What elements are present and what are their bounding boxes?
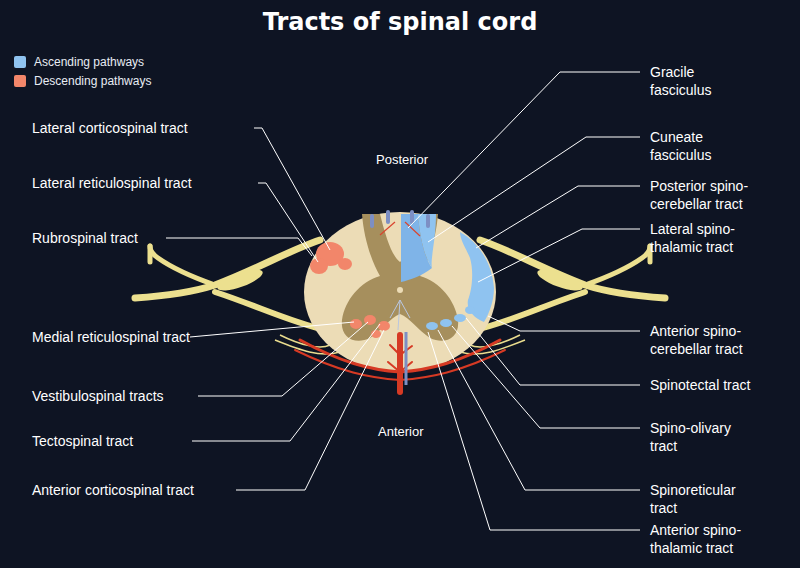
- tract-label: Cuneate fasciculus: [650, 128, 740, 164]
- orientation-label: Posterior: [376, 152, 428, 167]
- tract-label: Lateral spino- thalamic tract: [650, 220, 780, 256]
- descending-tracts: [310, 242, 390, 338]
- tract-label: Lateral corticospinal tract: [32, 119, 188, 137]
- ascending-tracts: [401, 214, 494, 330]
- tract-label: Medial reticulospinal tract: [32, 328, 192, 346]
- blood-vessels: [295, 335, 505, 392]
- legend-text: Descending pathways: [34, 74, 151, 88]
- tract-label: Posterior spino- cerebellar tract: [650, 177, 780, 213]
- tract-label: Spinotectal tract: [650, 376, 750, 394]
- tract-label: Anterior spino- thalamic tract: [650, 521, 780, 557]
- leader-lines: [166, 72, 640, 530]
- tract-label: Spino-olivary tract: [650, 419, 752, 455]
- legend-swatch: [14, 75, 26, 87]
- diagram-title: Tracts of spinal cord: [0, 8, 800, 36]
- tract-label: Spinoreticular tract: [650, 481, 760, 517]
- tract-label: Rubrospinal tract: [32, 229, 138, 247]
- tract-label: Tectospinal tract: [32, 432, 133, 450]
- legend-swatch: [14, 56, 26, 68]
- tract-label: Lateral reticulospinal tract: [32, 174, 192, 192]
- legend-text: Ascending pathways: [34, 55, 144, 69]
- tract-label: Anterior corticospinal tract: [32, 481, 194, 499]
- tract-label: Vestibulospinal tracts: [32, 387, 164, 405]
- orientation-label: Anterior: [378, 424, 424, 439]
- tract-label: Gracile fasciculus: [650, 63, 740, 99]
- tract-label: Anterior spino- cerebellar tract: [650, 322, 780, 358]
